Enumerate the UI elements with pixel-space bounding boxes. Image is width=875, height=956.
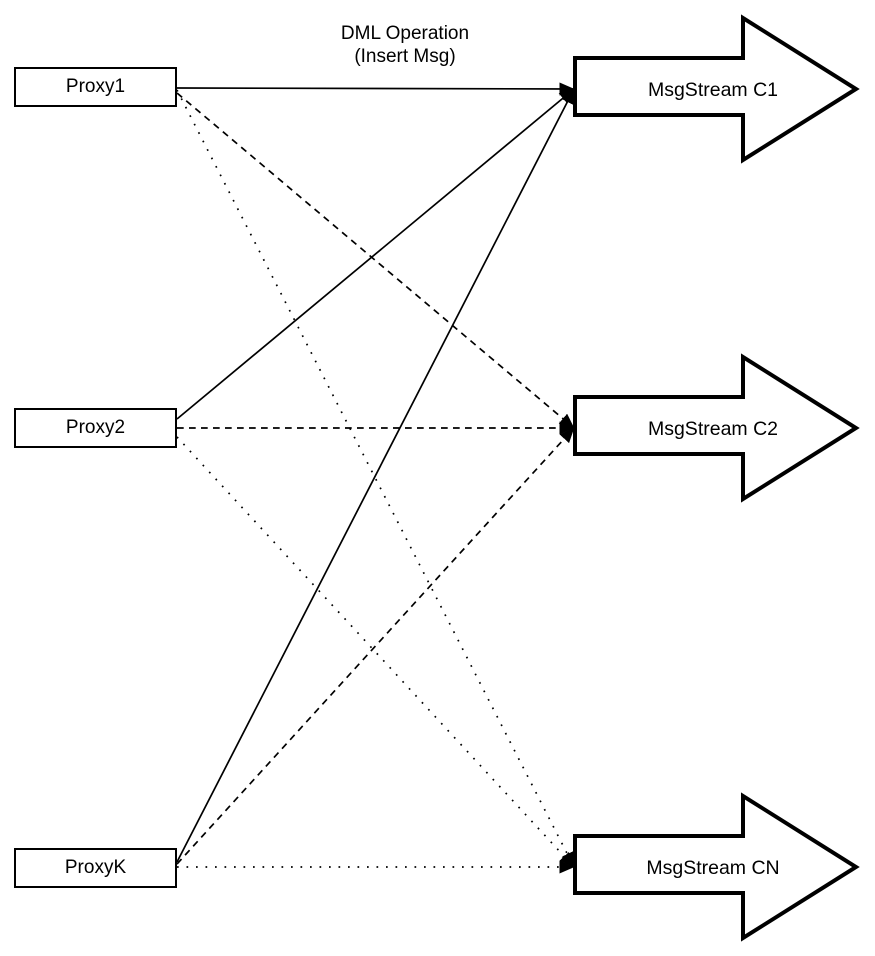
edge-proxyk-c1-solid [176,88,575,863]
dml-operation-line2: (Insert Msg) [354,46,456,67]
node-msgstream-c2-label: MsgStream C2 [648,418,778,440]
node-msgstream-c2: MsgStream C2 [573,353,860,503]
node-msgstream-c1-label: MsgStream C1 [648,79,778,101]
dml-operation-line1: DML Operation [340,23,470,44]
node-msgstream-cn-label: MsgStream CN [646,857,779,879]
node-proxy1: Proxy1 [14,67,177,107]
node-msgstream-cn: MsgStream CN [573,792,860,942]
node-proxy2: Proxy2 [14,408,177,448]
block-arrow-shape [573,792,860,942]
dml-operation-label: DML Operation (Insert Msg) [255,22,555,68]
node-proxyk: ProxyK [14,848,177,888]
node-proxyk-label: ProxyK [64,857,127,878]
edge-proxy1-c2-dashed [176,92,575,429]
edge-proxyk-c2-dashed [176,427,575,865]
block-arrow-shape [573,353,860,503]
node-proxy2-label: Proxy2 [65,417,126,438]
edge-proxy2-cn-dotted [176,436,575,868]
node-msgstream-c1: MsgStream C1 [573,14,860,164]
node-proxy1-label: Proxy1 [65,76,126,97]
block-arrow-shape [573,14,860,164]
edge-proxy1-c1-solid [176,82,575,96]
edge-proxy2-c1-solid [176,88,575,420]
